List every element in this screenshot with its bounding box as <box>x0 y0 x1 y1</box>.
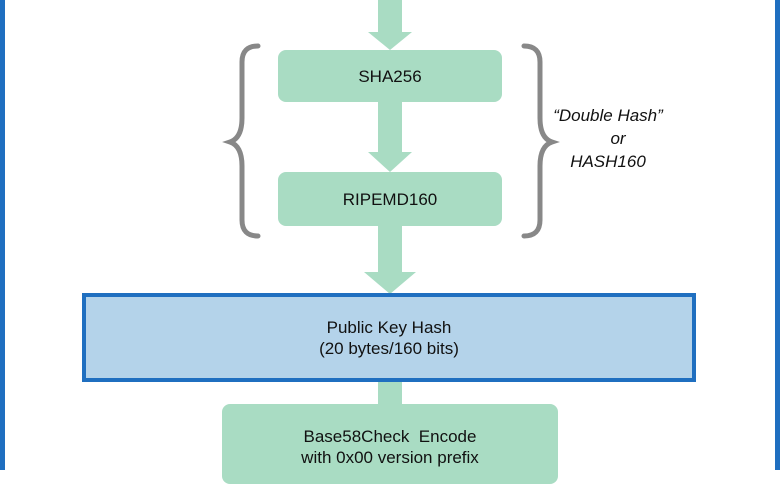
arrow-pubkey-hash-to-encode <box>378 382 402 406</box>
diagram-frame <box>0 0 780 470</box>
annotation-line-3: HASH160 <box>570 152 646 171</box>
arrow-ripemd160-to-pubkey-hash <box>364 226 416 294</box>
arrow-into-sha256 <box>368 0 412 50</box>
encode-title: Base58Check Encode <box>303 427 477 446</box>
ripemd160-step: RIPEMD160 <box>278 172 502 226</box>
right-brace <box>521 43 560 239</box>
flow-connectors <box>222 0 560 406</box>
encode-subtitle: with 0x00 version prefix <box>301 448 479 467</box>
base58check-encode-step: Base58Check Encode with 0x00 version pre… <box>222 404 558 484</box>
left-brace <box>222 43 261 239</box>
annotation-line-1: “Double Hash” <box>553 106 663 125</box>
sha256-label: SHA256 <box>358 66 422 86</box>
ripemd160-label: RIPEMD160 <box>342 189 438 209</box>
annotation-line-2: or <box>610 129 626 148</box>
double-hash-annotation: “Double Hash” or HASH160 <box>548 104 668 173</box>
arrow-sha256-to-ripemd160 <box>368 102 412 172</box>
pubkey-hash-title: Public Key Hash <box>326 317 452 337</box>
public-key-hash-box: Public Key Hash (20 bytes/160 bits) <box>82 293 696 382</box>
sha256-step: SHA256 <box>278 50 502 102</box>
pubkey-hash-size: (20 bytes/160 bits) <box>319 338 459 358</box>
